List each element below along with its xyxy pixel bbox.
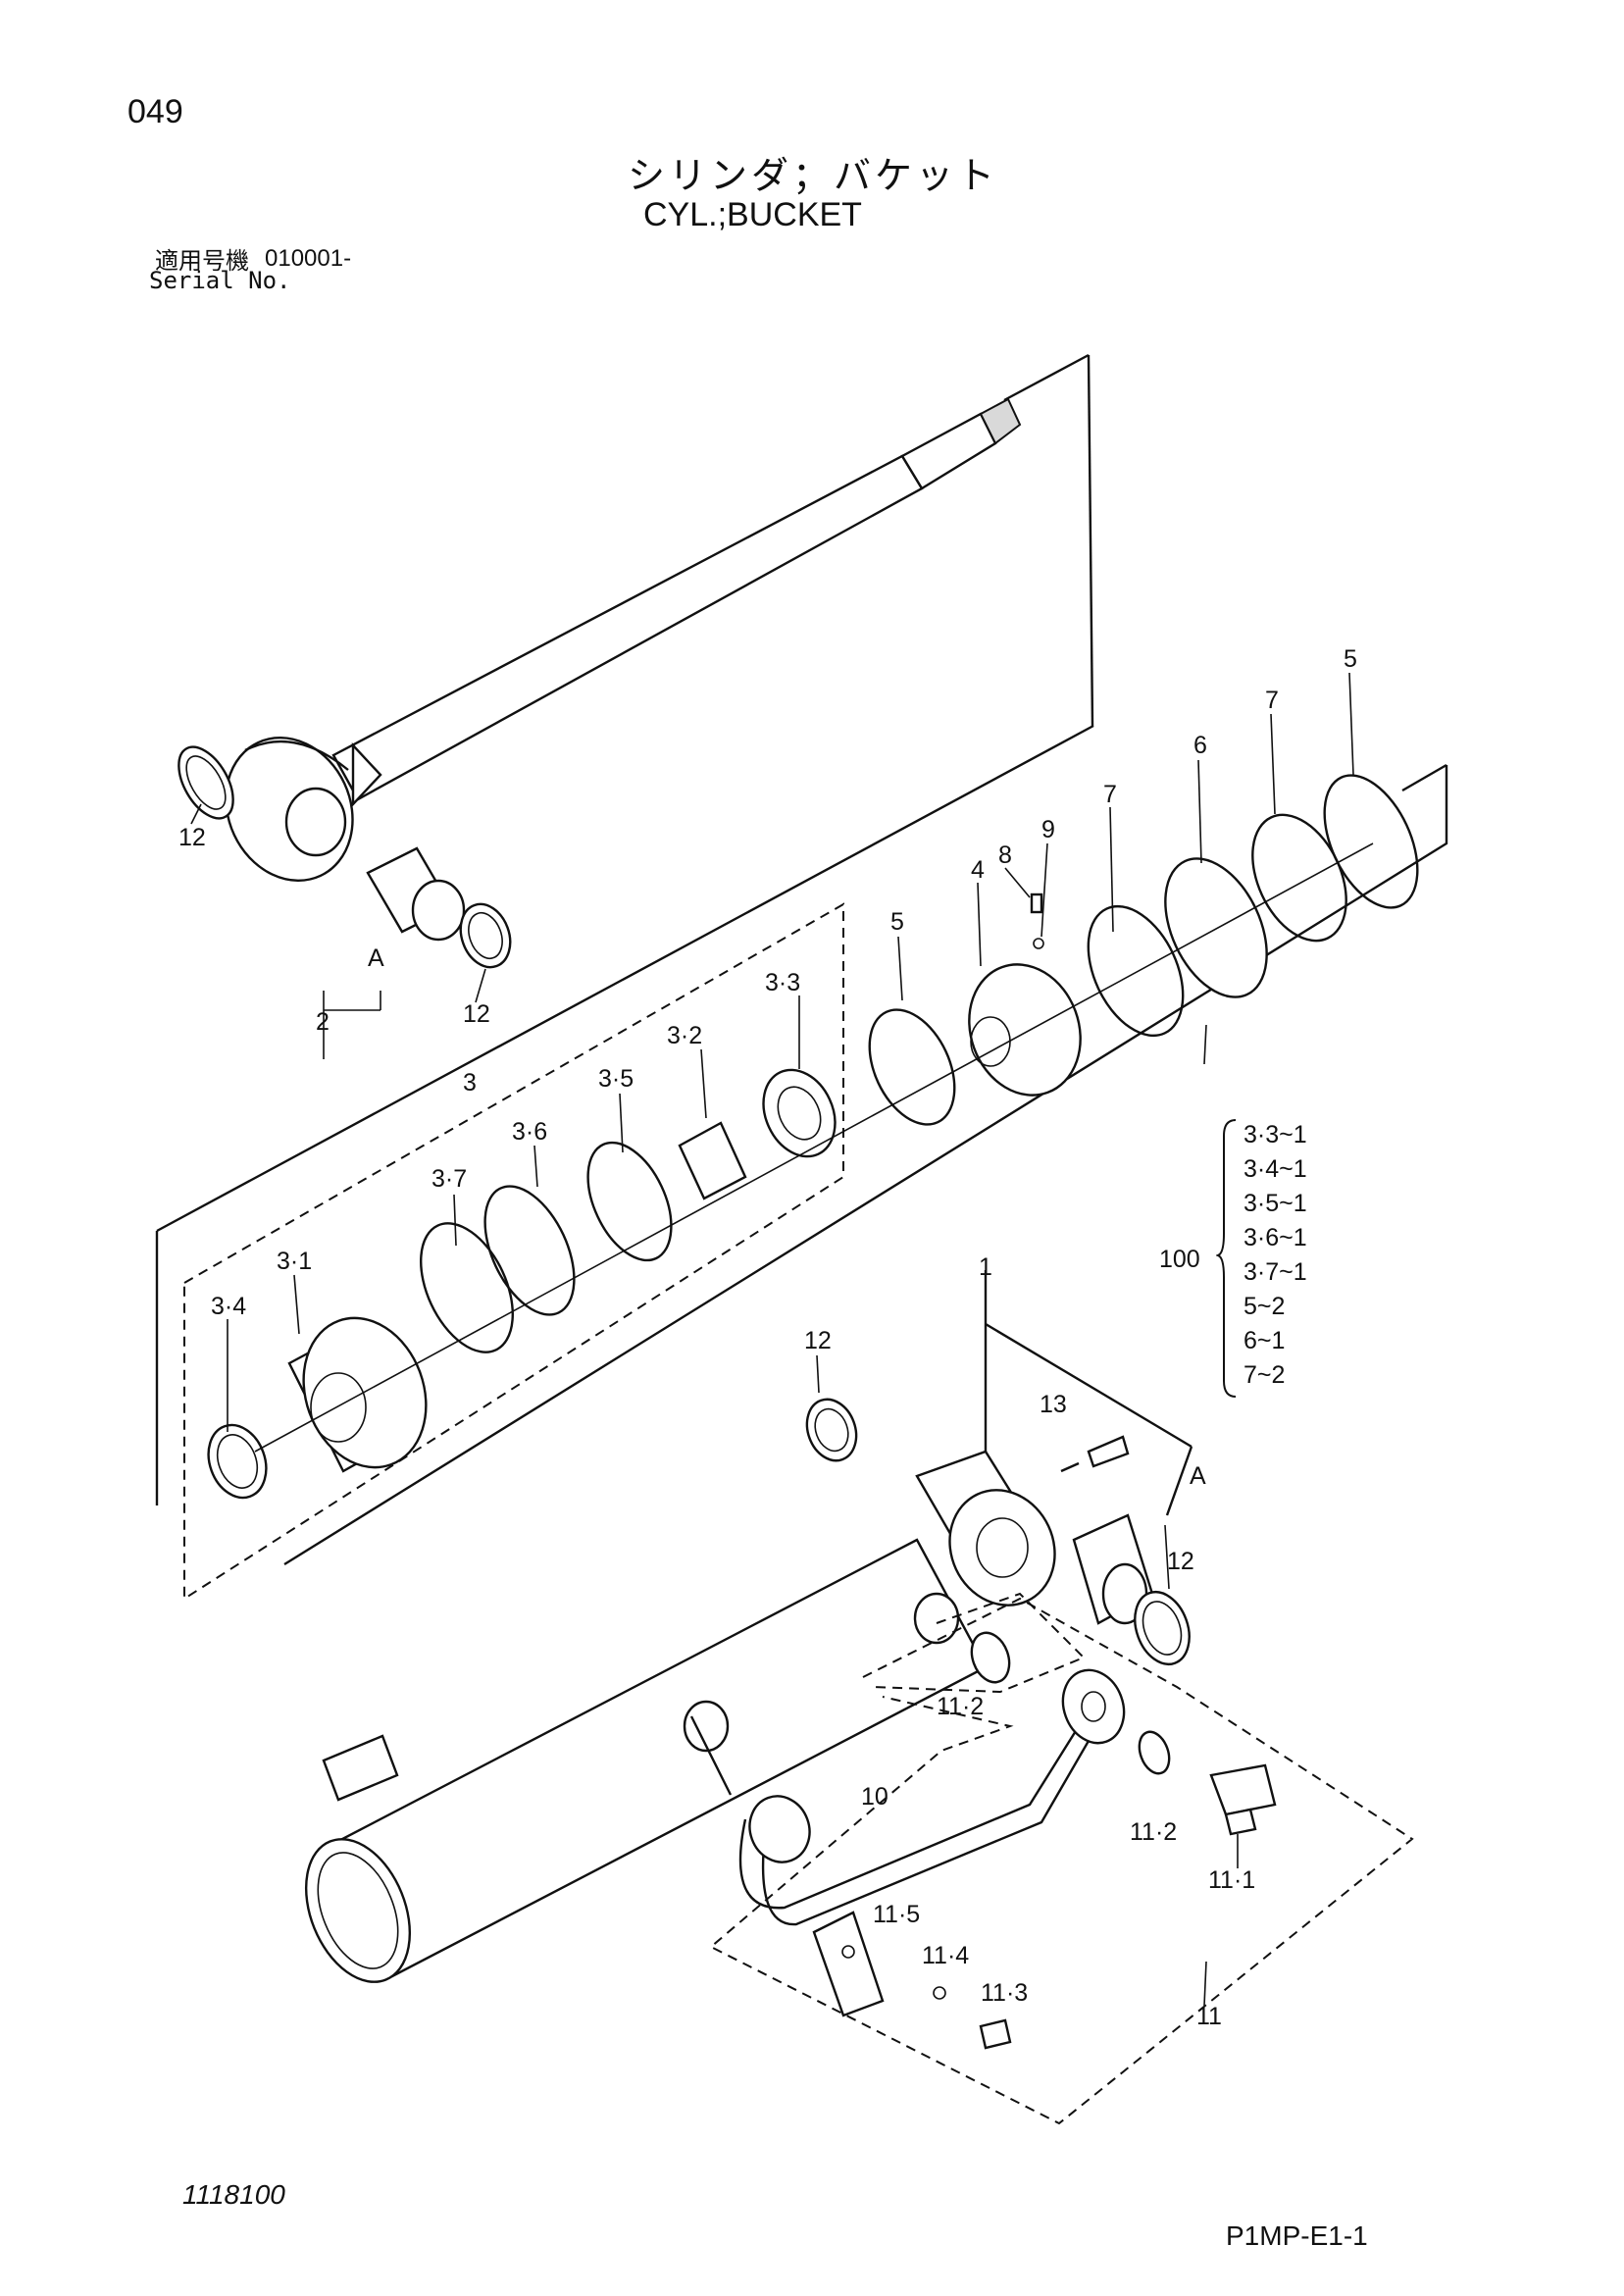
- callout-11-3: 11·3: [981, 1979, 1028, 2007]
- callout-4: 4: [971, 856, 985, 884]
- piston-rod-part: [178, 353, 1094, 1059]
- callout-3: 3: [463, 1069, 477, 1097]
- seal-kit-item: 5~2: [1243, 1293, 1286, 1320]
- serial-label-japanese: 適用号機: [155, 247, 249, 275]
- callout-3-1: 3·1: [277, 1248, 312, 1275]
- callout-11-4: 11·4: [922, 1942, 969, 1969]
- callout-2: 2: [316, 1008, 330, 1036]
- callout-1: 1: [979, 1253, 992, 1281]
- title-japanese: シリンダ；バケット: [628, 154, 999, 197]
- callout-8: 8: [998, 842, 1012, 869]
- callout-A-tube: A: [1190, 1462, 1206, 1490]
- seal-kit-item: 3·7~1: [1243, 1258, 1307, 1286]
- callout-3-4: 3·4: [211, 1293, 246, 1320]
- callout-11-2-lower: 11·2: [1130, 1818, 1177, 1846]
- callout-3-6: 3·6: [512, 1118, 547, 1146]
- callout-7-right: 7: [1265, 687, 1279, 714]
- leader-lines: [190, 672, 1354, 2007]
- callout-11-1: 11·1: [1208, 1866, 1255, 1894]
- callout-3-3: 3·3: [765, 969, 800, 996]
- callout-12-tube-right: 12: [1167, 1548, 1194, 1575]
- callout-12-tube-top: 12: [804, 1327, 832, 1354]
- callout-3-2: 3·2: [667, 1022, 702, 1049]
- seal-kit-list: 3·3~1 3·4~1 3·5~1 3·6~1 3·7~1 5~2 6~1 7~…: [1243, 1118, 1307, 1393]
- callout-3-5: 3·5: [598, 1065, 634, 1093]
- callout-5-right: 5: [1344, 645, 1357, 673]
- serial-label-english: Serial No.: [149, 267, 291, 294]
- drawing-number: 1118100: [182, 2179, 285, 2210]
- callout-11-2-upper: 11·2: [937, 1693, 984, 1720]
- seal-kit-label: 100: [1159, 1246, 1200, 1273]
- seal-kit-item: 6~1: [1243, 1327, 1286, 1354]
- callout-12-rod-left: 12: [178, 824, 206, 851]
- cylinder-tube-part: [304, 1270, 1193, 1983]
- pipe-assembly-part: [689, 1592, 1414, 2125]
- callout-11: 11: [1196, 2003, 1222, 2030]
- callout-5-left: 5: [890, 908, 904, 936]
- callout-7-left: 7: [1103, 781, 1117, 808]
- title-english: CYL.;BUCKET: [643, 196, 862, 233]
- seal-kit-item: 7~2: [1243, 1361, 1286, 1389]
- serial-value: 010001-: [265, 245, 352, 272]
- page-number: 049: [127, 93, 183, 130]
- seal-kit-item: 3·3~1: [1243, 1121, 1307, 1148]
- callout-10: 10: [861, 1783, 888, 1811]
- kit-brace: [1216, 1119, 1237, 1398]
- callout-9: 9: [1041, 816, 1055, 843]
- seal-kit-item: 3·6~1: [1243, 1224, 1307, 1251]
- seal-kit-item: 3·5~1: [1243, 1190, 1307, 1217]
- callout-11-5: 11·5: [873, 1901, 920, 1928]
- seal-kit-item: 3·4~1: [1243, 1155, 1307, 1183]
- callout-6: 6: [1193, 732, 1207, 759]
- figure-code: P1MP-E1-1: [1226, 2220, 1368, 2251]
- callout-A-rod: A: [368, 944, 384, 972]
- piston-seal-parts: [207, 774, 1419, 1500]
- callout-labels: 12 2 A 12 3 3·2 3·3 3·5 3·6 3·7 3·1 3·4 …: [178, 645, 1357, 2030]
- callout-13: 13: [1040, 1391, 1067, 1418]
- callout-12-rod-right: 12: [463, 1000, 490, 1028]
- callout-3-7: 3·7: [431, 1165, 467, 1193]
